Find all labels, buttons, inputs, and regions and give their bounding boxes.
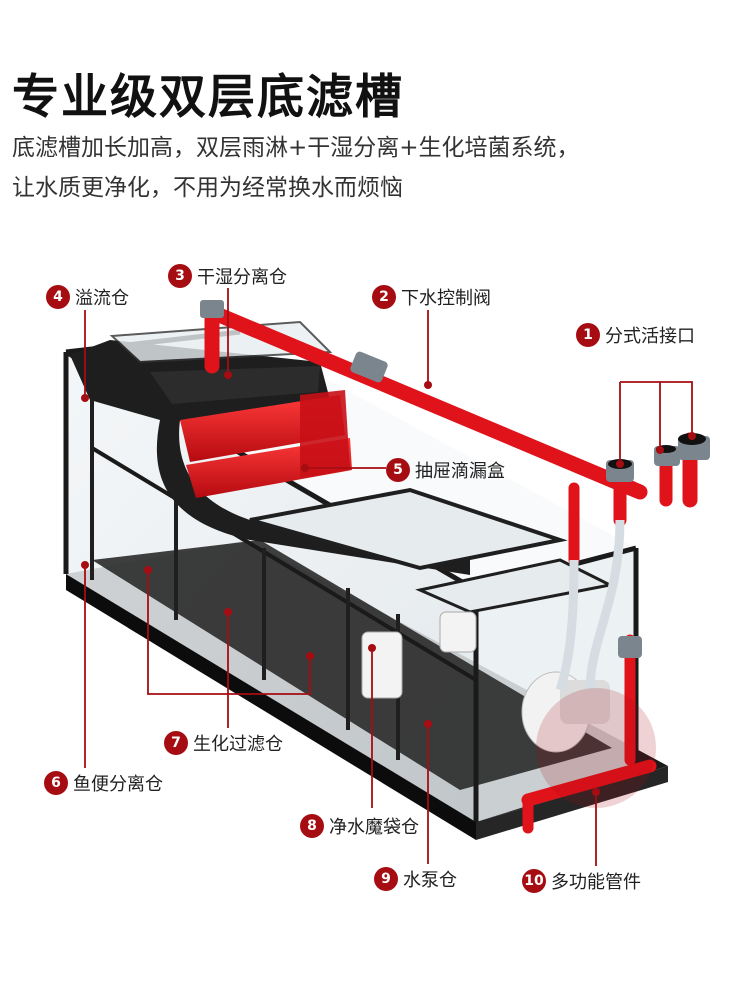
callout-leaders — [84, 288, 693, 866]
callout-number: 3 — [168, 264, 192, 288]
callout-number: 2 — [372, 285, 396, 309]
callout-number: 8 — [300, 814, 324, 838]
callout-drain-valve: 2 下水控制阀 — [372, 284, 491, 310]
callout-filter-bag: 8 净水魔袋仓 — [300, 813, 419, 839]
callout-number: 7 — [164, 731, 188, 755]
callout-drip-drawer: 5 抽屉滴漏盒 — [386, 457, 505, 483]
callout-text: 多功能管件 — [551, 872, 641, 893]
callout-bio-filter: 7 生化过滤仓 — [164, 730, 283, 756]
callout-pump-chamber: 9 水泵仓 — [374, 866, 457, 892]
page-title: 专业级双层底滤槽 — [12, 70, 404, 125]
callout-number: 10 — [522, 869, 546, 893]
callout-text: 溢流仓 — [75, 288, 129, 309]
callout-number: 5 — [386, 458, 410, 482]
callout-text: 水泵仓 — [403, 870, 457, 891]
callout-waste-separation: 6 鱼便分离仓 — [44, 770, 163, 796]
callout-text: 生化过滤仓 — [193, 734, 283, 755]
drip-drawers — [180, 390, 352, 498]
callout-union-connector: 1 分式活接口 — [576, 322, 695, 348]
callout-number: 9 — [374, 867, 398, 891]
callout-text: 分式活接口 — [605, 326, 695, 347]
callout-text: 下水控制阀 — [401, 288, 491, 309]
callout-wet-dry-chamber: 3 干湿分离仓 — [168, 263, 287, 289]
callout-text: 净水魔袋仓 — [329, 817, 419, 838]
subtitle-line-1: 底滤槽加长加高，双层雨淋+干湿分离+生化培菌系统， — [12, 135, 580, 161]
callout-number: 4 — [46, 285, 70, 309]
callout-overflow-chamber: 4 溢流仓 — [46, 284, 129, 310]
callout-number: 6 — [44, 771, 68, 795]
callout-text: 鱼便分离仓 — [73, 774, 163, 795]
callout-text: 干湿分离仓 — [197, 267, 287, 288]
subtitle-line-2: 让水质更净化，不用为经常换水而烦恼 — [12, 175, 403, 201]
callout-number: 1 — [576, 323, 600, 347]
callout-text: 抽屉滴漏盒 — [415, 461, 505, 482]
callout-multi-fitting: 10 多功能管件 — [522, 868, 641, 894]
